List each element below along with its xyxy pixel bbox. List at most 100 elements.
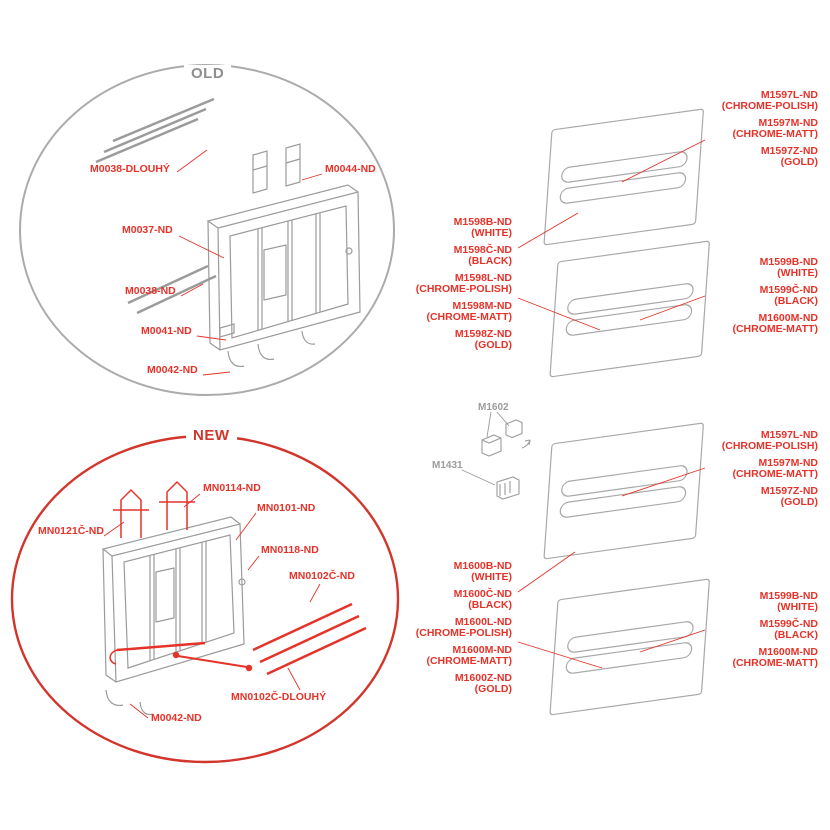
part-code: M1597L-ND bbox=[760, 89, 818, 101]
old-feet bbox=[219, 323, 316, 368]
part-label: M1600Č-ND (BLACK) bbox=[408, 589, 512, 610]
part-label-mn0121c-nd: MN0121Č-ND bbox=[38, 525, 104, 537]
old-rods-short bbox=[127, 264, 217, 315]
part-label: M1599Č-ND (BLACK) bbox=[732, 619, 818, 640]
part-label: M1597L-ND (CHROME-POLISH) bbox=[722, 430, 818, 451]
part-label: M1600B-ND (WHITE) bbox=[408, 561, 512, 582]
part-label: M1600M-ND (CHROME-MATT) bbox=[732, 647, 818, 668]
part-label: M1597M-ND (CHROME-MATT) bbox=[722, 458, 818, 479]
new-section-title: NEW bbox=[186, 427, 237, 444]
part-finish: (CHROME-POLISH) bbox=[721, 439, 818, 452]
part-finish: (CHROME-POLISH) bbox=[415, 626, 512, 639]
part-code: M1597Z-ND bbox=[760, 485, 818, 497]
part-label-m0041-nd: M0041-ND bbox=[141, 325, 192, 337]
part-code: M1600M-ND bbox=[758, 646, 818, 658]
part-label-mn0102c-nd: MN0102Č-ND bbox=[289, 570, 355, 582]
part-code: M1597M-ND bbox=[758, 117, 818, 129]
part-label: M1598Z-ND (GOLD) bbox=[408, 329, 512, 350]
part-code: M1600M-ND bbox=[452, 644, 512, 656]
new-red-rods bbox=[252, 602, 367, 676]
part-code: M1597M-ND bbox=[758, 457, 818, 469]
part-finish: (CHROME-MATT) bbox=[426, 310, 512, 323]
part-label-m0042-nd-old: M0042-ND bbox=[147, 364, 198, 376]
plate4-left-label-group: M1600B-ND (WHITE) M1600Č-ND (BLACK) M160… bbox=[408, 561, 512, 701]
part-finish: (BLACK) bbox=[468, 254, 512, 267]
new-red-parts-drawing bbox=[109, 480, 367, 676]
part-finish: (GOLD) bbox=[780, 495, 818, 508]
part-label: M1597L-ND (CHROME-POLISH) bbox=[722, 90, 818, 111]
part-label-m0042-nd-new: M0042-ND bbox=[151, 712, 202, 724]
part-code: M1599Č-ND bbox=[759, 618, 818, 630]
old-section-title: OLD bbox=[184, 65, 232, 82]
part-label-m0044-nd: M0044-ND bbox=[325, 163, 376, 175]
part-code: M1600L-ND bbox=[454, 616, 512, 628]
part-code: M1598B-ND bbox=[453, 216, 512, 228]
part-leader-lines bbox=[103, 149, 323, 719]
part-code: M1598L-ND bbox=[454, 272, 512, 284]
part-label: M1599B-ND (WHITE) bbox=[732, 257, 818, 278]
part-finish: (CHROME-POLISH) bbox=[415, 282, 512, 295]
part-label: M1597Z-ND (GOLD) bbox=[722, 486, 818, 507]
part-finish: (GOLD) bbox=[780, 155, 818, 168]
part-finish: (GOLD) bbox=[474, 338, 512, 351]
part-label-mn0118-nd: MN0118-ND bbox=[261, 544, 319, 556]
part-label-m0038-nd: M0038-ND bbox=[125, 285, 176, 297]
part-finish: (WHITE) bbox=[471, 570, 512, 583]
part-label-m0038-dlouhy: M0038-DLOUHÝ bbox=[90, 163, 170, 175]
middle-small-parts-drawing bbox=[461, 411, 531, 500]
part-finish: (WHITE) bbox=[471, 226, 512, 239]
part-finish: (BLACK) bbox=[468, 598, 512, 611]
flush-plates bbox=[543, 108, 711, 716]
part-code: M1598M-ND bbox=[452, 300, 512, 312]
part-finish: (CHROME-MATT) bbox=[732, 127, 818, 140]
part-label: M1599B-ND (WHITE) bbox=[732, 591, 818, 612]
part-code: M1597Z-ND bbox=[760, 145, 818, 157]
part-label: M1598Č-ND (BLACK) bbox=[408, 245, 512, 266]
part-finish: (CHROME-MATT) bbox=[426, 654, 512, 667]
part-code: M1600Č-ND bbox=[453, 588, 512, 600]
part-code: M1598Z-ND bbox=[454, 328, 512, 340]
part-code: M1599Č-ND bbox=[759, 284, 818, 296]
part-label-mn0101-nd: MN0101-ND bbox=[257, 502, 316, 514]
part-finish: (CHROME-POLISH) bbox=[721, 99, 818, 112]
part-code: M1600Z-ND bbox=[454, 672, 512, 684]
part-code: M1600M-ND bbox=[758, 312, 818, 324]
middle-leader-lines bbox=[461, 411, 510, 486]
part-label: M1600L-ND (CHROME-POLISH) bbox=[408, 617, 512, 638]
part-label-mn0114-nd: MN0114-ND bbox=[203, 482, 261, 494]
old-section-ellipse bbox=[19, 64, 395, 396]
plate2-right-label-group: M1599B-ND (WHITE) M1599Č-ND (BLACK) M160… bbox=[732, 257, 818, 341]
part-code: M1599B-ND bbox=[759, 256, 818, 268]
flush-plate-3 bbox=[543, 422, 705, 560]
old-rods-long bbox=[95, 97, 215, 164]
part-label: M1598L-ND (CHROME-POLISH) bbox=[408, 273, 512, 294]
part-label: M1598M-ND (CHROME-MATT) bbox=[408, 301, 512, 322]
part-code: M1597L-ND bbox=[760, 429, 818, 441]
plate-leader-lines bbox=[517, 139, 706, 669]
part-finish: (CHROME-MATT) bbox=[732, 467, 818, 480]
part-label: M1598B-ND (WHITE) bbox=[408, 217, 512, 238]
plate3-label-group: M1597L-ND (CHROME-POLISH) M1597M-ND (CHR… bbox=[722, 430, 818, 514]
flush-plate-1 bbox=[543, 108, 705, 246]
part-finish: (BLACK) bbox=[774, 294, 818, 307]
old-assembly-drawing bbox=[95, 97, 361, 368]
part-label: M1597M-ND (CHROME-MATT) bbox=[722, 118, 818, 139]
part-finish: (CHROME-MATT) bbox=[732, 656, 818, 669]
part-finish: (CHROME-MATT) bbox=[732, 322, 818, 335]
part-code: M1599B-ND bbox=[759, 590, 818, 602]
old-brackets bbox=[252, 143, 301, 194]
part-label: M1600Z-ND (GOLD) bbox=[408, 673, 512, 694]
new-assembly-drawing bbox=[101, 516, 246, 716]
part-code: M1600B-ND bbox=[453, 560, 512, 572]
part-label: M1599Č-ND (BLACK) bbox=[732, 285, 818, 306]
part-finish: (GOLD) bbox=[474, 682, 512, 695]
plate1-label-group: M1597L-ND (CHROME-POLISH) M1597M-ND (CHR… bbox=[722, 90, 818, 174]
part-label-m0037-nd: M0037-ND bbox=[122, 224, 173, 236]
part-label: M1600M-ND (CHROME-MATT) bbox=[408, 645, 512, 666]
part-label-mn0102c-dlouhy: MN0102Č-DLOUHÝ bbox=[231, 691, 327, 703]
part-label: M1597Z-ND (GOLD) bbox=[722, 146, 818, 167]
part-code: M1598Č-ND bbox=[453, 244, 512, 256]
part-finish: (WHITE) bbox=[777, 266, 818, 279]
part-label-m1602: M1602 bbox=[478, 402, 509, 413]
